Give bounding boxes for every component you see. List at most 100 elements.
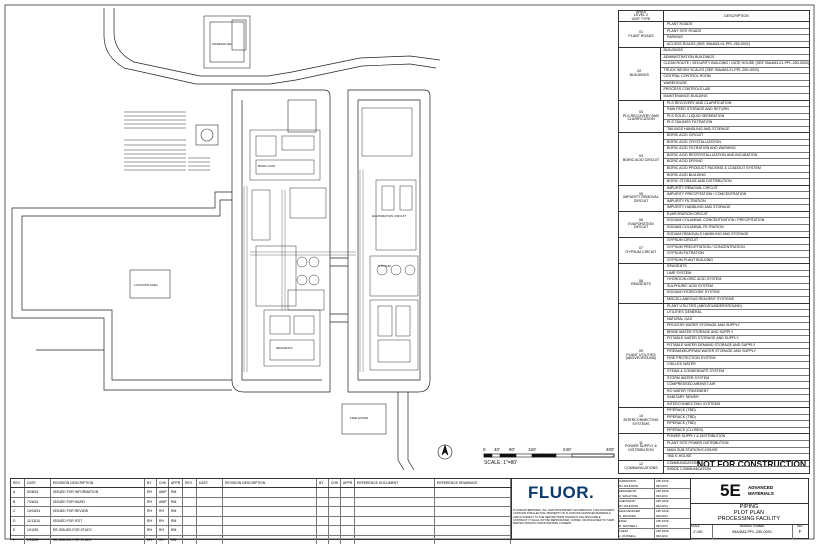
revision-cell (223, 535, 317, 544)
signoff-name: R. MAXWELL (619, 523, 638, 528)
area-group-code: 02 (637, 69, 642, 74)
revision-cell: RM (169, 507, 183, 516)
area-item: MAINTENANCE BUILDING (663, 94, 708, 99)
area-item: PIPERACK (CLOSED) (667, 427, 704, 432)
revision-cell (317, 488, 329, 497)
label-boric-acid: BORIC ACID (258, 164, 276, 168)
area-item: COMPRESSED AIR/INST AIR (664, 382, 809, 389)
area-item: BORIC ACID BUILDING (664, 173, 809, 180)
area-item: BORIC ACID CRYSTALLIZATION (664, 140, 809, 147)
revision-header-cell: REFERENCE DOCUMENT (355, 479, 435, 487)
area-table-header-col1: AREA LEVEL 2 UNIT TYPE (619, 10, 664, 21)
area-item: FIRE PROTECTION SYSTEM (664, 356, 809, 363)
area-item: RAW FEED STORAGE AND RETURN (664, 107, 809, 114)
revision-header-cell: REV (11, 479, 25, 487)
area-item: RO WATER TREATMENT (664, 389, 809, 396)
not-for-construction-stamp: NOT FOR CONSTRUCTION (697, 459, 807, 469)
revision-cell: RH (145, 526, 157, 535)
title-line-3: PROCESSING FACILITY (717, 516, 781, 522)
area-item: PROCESS WATER STORAGE AND SUPPLY (664, 323, 809, 330)
area-item: SANITARY SEWER (664, 395, 809, 402)
revision-cell: 5/28/24 (25, 488, 51, 497)
area-group-name: INTERCONNECTING SYSTEMS (623, 418, 659, 426)
revision-cell (317, 526, 329, 535)
revision-cell: RH (145, 516, 157, 525)
scale-tick-3: 160' (528, 447, 537, 452)
revision-cell (317, 516, 329, 525)
area-group-code: 09 (639, 349, 643, 353)
revision-cell (317, 497, 329, 506)
revision-cell: RH (157, 535, 169, 544)
area-item: BORIC ACID PRODUCT PACKING & LOADOUT SYS… (664, 166, 809, 173)
client-logo-line2: MATERIALS (748, 491, 774, 496)
label-fire-water: FIRE WATER (350, 416, 369, 420)
revision-cell (183, 497, 197, 506)
revision-cell (329, 516, 341, 525)
signoff-role: ENGR (619, 519, 627, 523)
fluor-logo: FLUOR. (528, 483, 595, 502)
area-group-code: 03 (639, 110, 643, 115)
revision-header-cell: DATE (25, 479, 51, 487)
area-item: POTABLE WATER DEMAND STORAGE AND SUPPLY (664, 343, 809, 350)
revision-header-cell: APPR (341, 479, 355, 487)
signoff-role: CHECKED BY (619, 499, 636, 503)
signoff-name: RJ JOHNSON (619, 483, 639, 488)
revision-cell (183, 516, 197, 525)
revision-cell: 7/26/24 (25, 497, 51, 506)
label-laydown: LAYDOWN AREA (134, 283, 158, 287)
revision-cell (341, 526, 355, 535)
area-group-name: BUILDINGS (629, 72, 649, 77)
area-item: PLS TAILINGS FILTRATION (664, 120, 809, 127)
revision-cell (317, 535, 329, 544)
area-item: IMPURITY REMOVAL CIRCUIT (664, 186, 809, 193)
area-item: PIPERACK (TBD) (664, 415, 809, 422)
area-group-code: 08 (639, 278, 643, 283)
revision-cell: RH (145, 497, 157, 506)
revision-cell: RE-ISSUED FOR STUDY (51, 535, 145, 544)
area-group-name: COMMUNICATIONS (624, 465, 658, 470)
area-item: COMMUNICATIONS (664, 461, 809, 468)
area-item: IMPURITY HANDLING AND STORAGE (667, 205, 731, 210)
label-reagents: REAGENTS (276, 346, 293, 350)
area-item: GYPSUM PRECIPITATION / CONCENTRATION (664, 245, 809, 252)
area-group-name: IMPURITY REMOVAL CIRCUIT (623, 195, 659, 204)
revision-header-cell: APPR (169, 479, 183, 487)
area-item: REAGENTS (664, 264, 809, 271)
revision-cell (317, 507, 329, 516)
area-item: PLS RECOVERY AND CLARIFICATION (664, 101, 809, 108)
revision-cell: RM (169, 535, 183, 544)
revision-cell (183, 526, 197, 535)
area-item: PLANT UTILITIES (ABOVE/UNDERGROUND) (664, 304, 809, 311)
area-item: PIPERACK (TBD) (664, 421, 809, 428)
signoff-name: RJ JOHNSON (619, 503, 639, 508)
area-group-name: EVAPORATION CIRCUIT (628, 221, 654, 230)
revision-cell (197, 507, 223, 516)
drawing-info-row: SCALE 1"=80' DRAWING NUMBER 95A4M3-PPL-2… (690, 524, 808, 539)
area-item: INSIDE COMMUNICATION (667, 467, 711, 472)
revision-cell: C (11, 507, 25, 516)
revision-cell: D (11, 516, 25, 525)
